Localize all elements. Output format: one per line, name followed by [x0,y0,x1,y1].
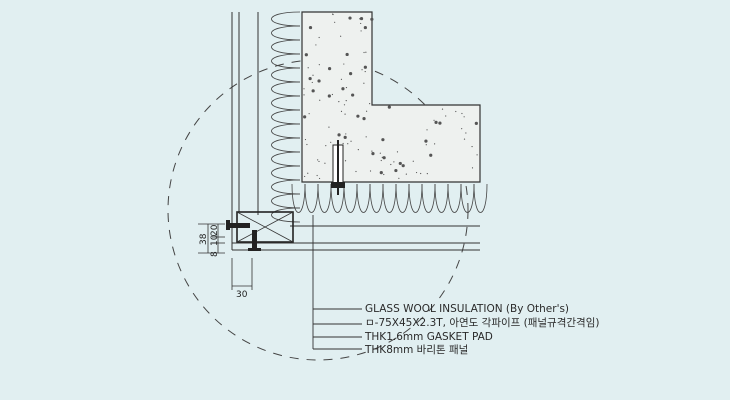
dimension-lines [198,223,253,290]
label-panel: THK8mm 바리톤 패널 [365,344,469,356]
label-steel-pipe: ㅁ-75X45X2.3T, 아연도 각파이프 (패널규격간격임) [365,317,600,329]
anchor-bolt [331,140,345,195]
label-glass-wool: GLASS WOOL INSULATION (By Other's) [365,303,570,315]
leader-lines [312,215,362,350]
dim-30: 30 [236,290,248,300]
screw [226,220,261,251]
dim-38: 38 [199,233,209,245]
dim-20: 20 [210,224,220,236]
dim-10: 10 [210,234,220,246]
vertical-glass-wool [271,11,301,223]
horizontal-glass-wool [291,183,488,213]
label-gasket-pad: THK1.6mm GASKET PAD [365,331,493,343]
detail-circle [167,59,469,361]
dim-8: 8 [210,251,220,257]
concrete-aggregate [303,13,478,180]
